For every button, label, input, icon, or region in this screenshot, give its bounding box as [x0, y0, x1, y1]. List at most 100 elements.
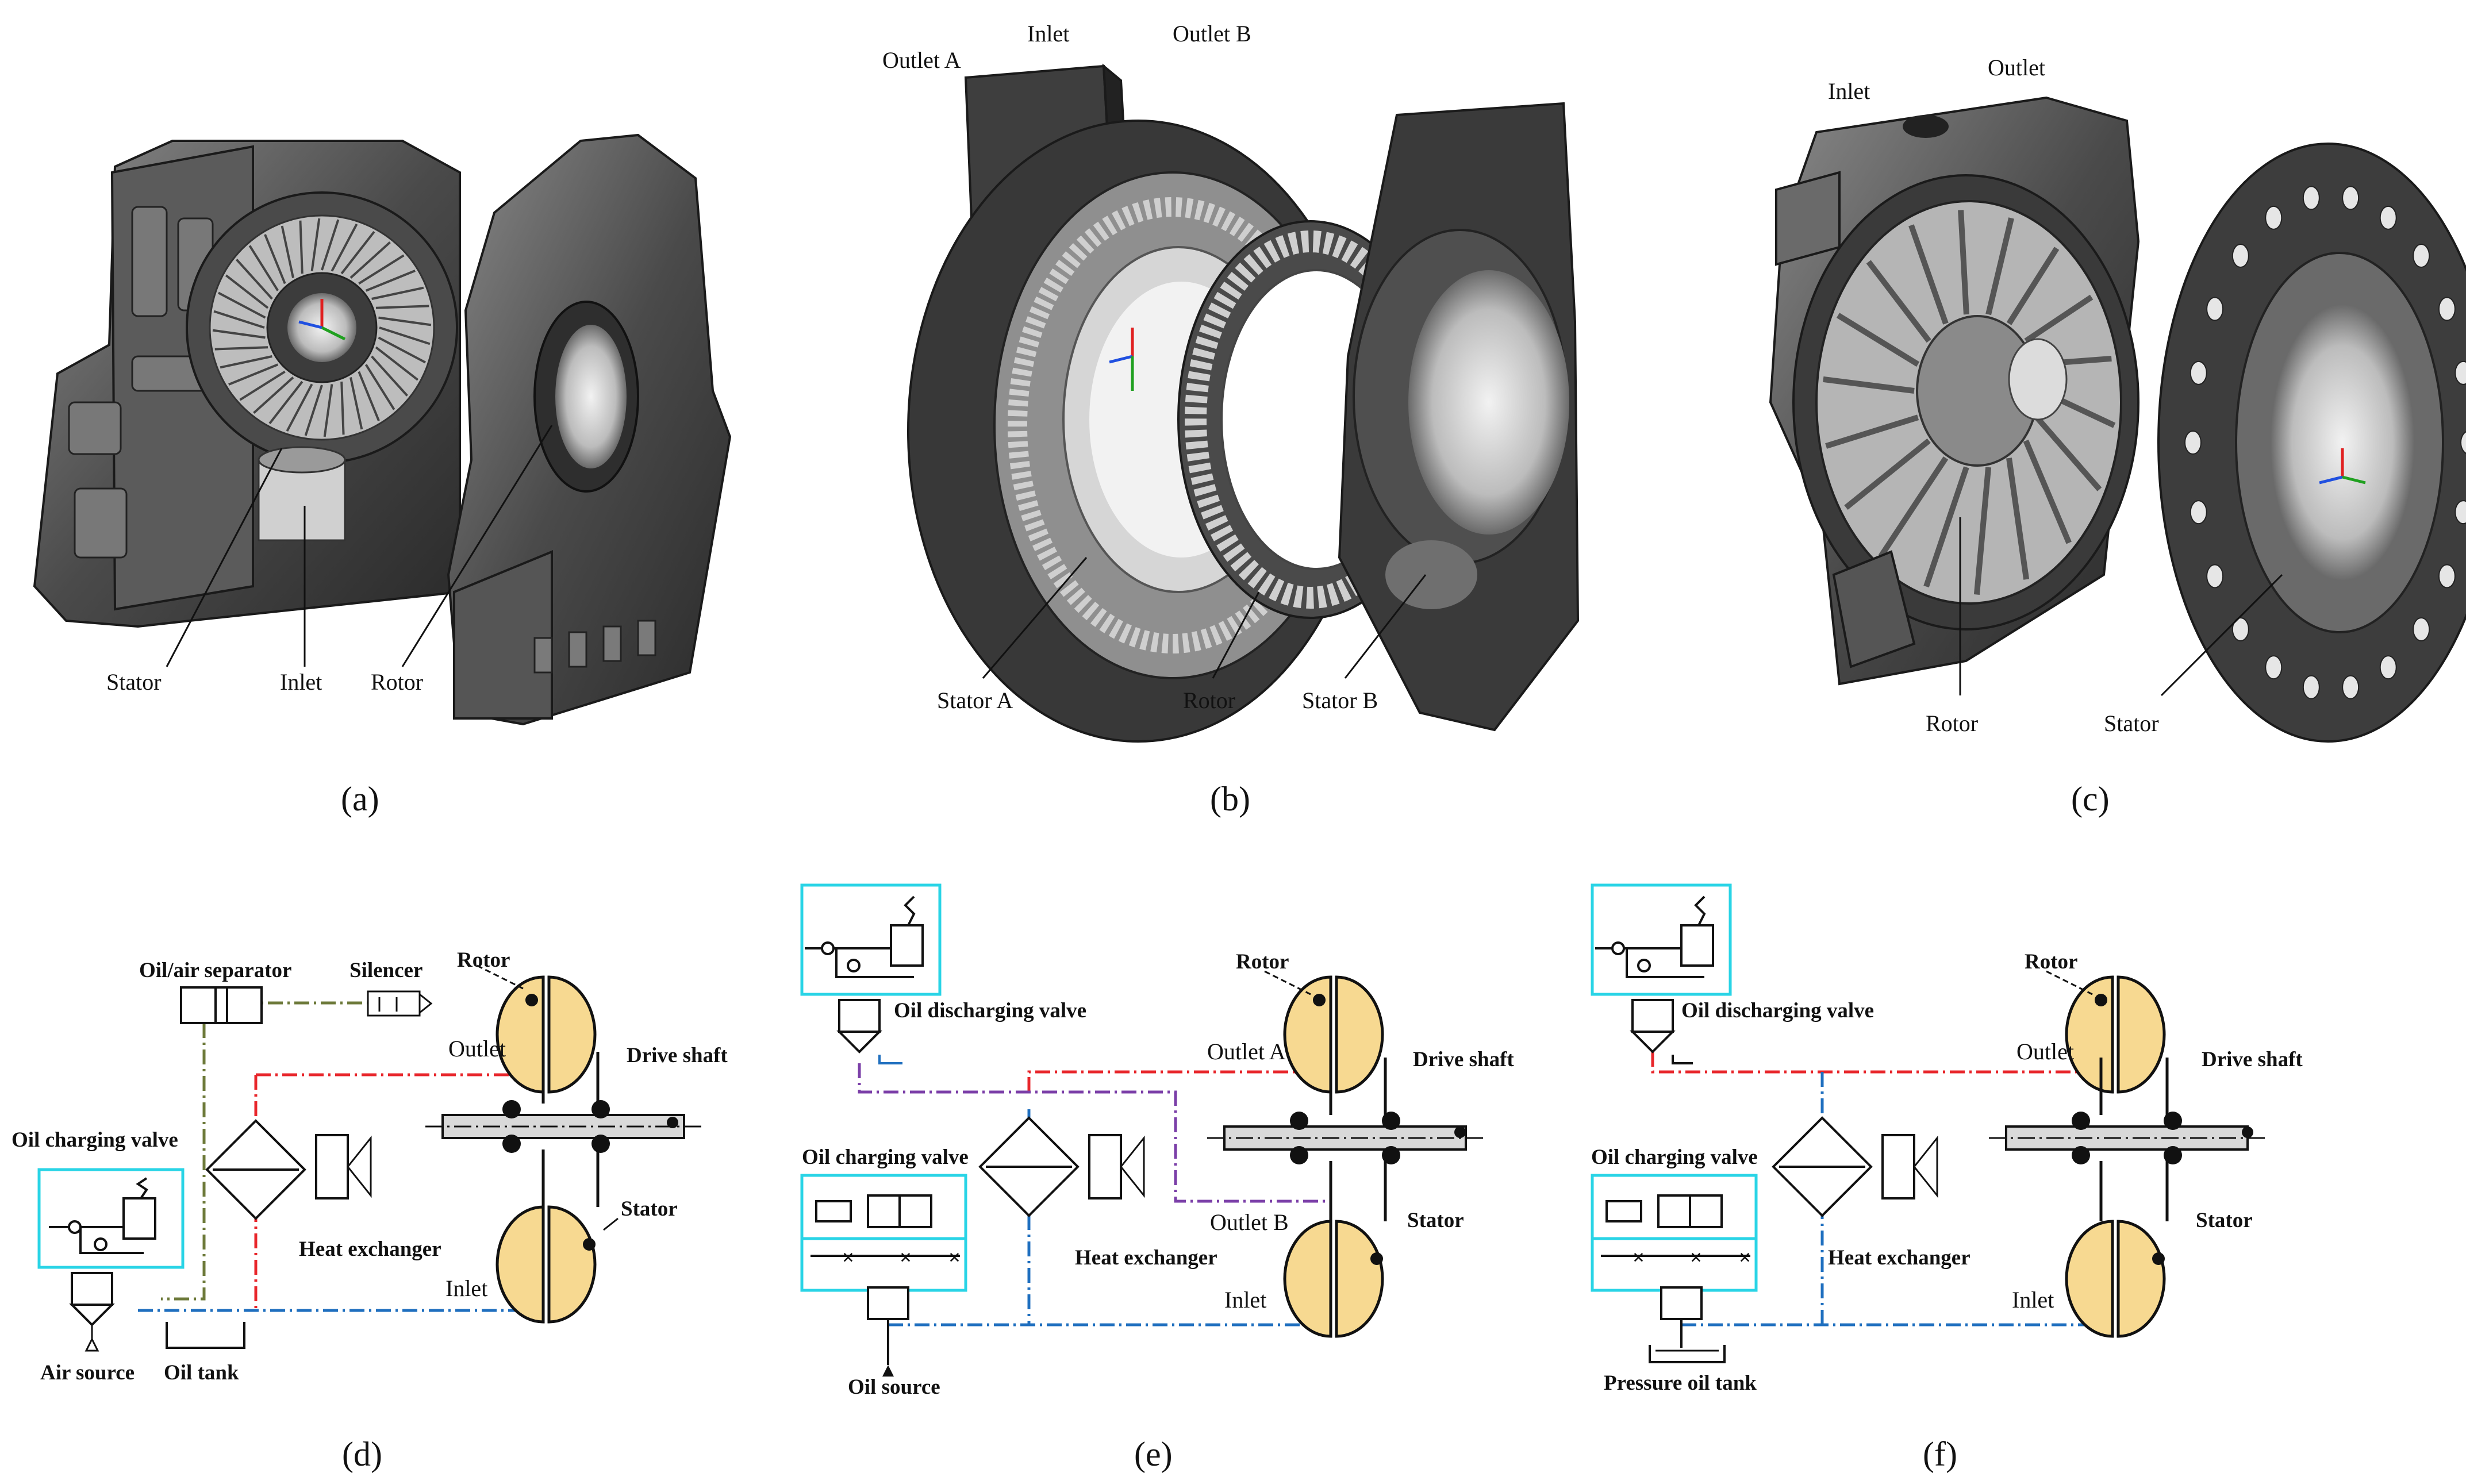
stator-vane — [217, 291, 266, 319]
label-oil-source-e: Oil source — [848, 1375, 940, 1399]
svg-text:×: × — [1739, 1246, 1751, 1270]
rotor-vane — [2006, 457, 2030, 580]
stator-vane — [281, 225, 294, 278]
panel-a: Stator Inlet Rotor (a) — [33, 133, 732, 818]
stator-vane — [286, 383, 313, 432]
label-heat-exchanger-f: Heat exchanger — [1828, 1246, 1971, 1270]
rotor-vane — [1825, 414, 1919, 449]
leader-stator-b — [1344, 574, 1427, 679]
svg-text:×: × — [1633, 1246, 1645, 1270]
label-drive-shaft-e: Drive shaft — [1413, 1048, 1514, 1071]
bolt-hole — [2438, 297, 2456, 321]
bolt-hole — [2206, 564, 2224, 589]
panel-d: Oil/air separator Silencer Rotor Outlet … — [11, 948, 728, 1473]
label-outlet-a-b: Outlet A — [882, 47, 961, 73]
stator-vane — [264, 234, 286, 285]
outlet-a-line-e — [1027, 1046, 1332, 1092]
caption-b: (b) — [1210, 780, 1250, 818]
rotor-vane — [1923, 466, 1969, 588]
label-rotor-b: Rotor — [1183, 687, 1235, 713]
label-stator-c: Stator — [2104, 710, 2159, 736]
bolt-hole — [2413, 617, 2430, 641]
caption-a: (a) — [341, 780, 379, 818]
heat-exchanger-f — [1772, 1116, 1938, 1217]
stator-vane — [323, 384, 333, 437]
oil-discharging-valve-e — [800, 883, 942, 1064]
drive-shaft-f — [1989, 1125, 2265, 1151]
bolt-hole — [2379, 655, 2397, 680]
rotor-vane — [1958, 210, 1969, 315]
panel-b: Outlet A Inlet Outlet B Stator A Rotor S… — [882, 21, 1580, 818]
label-stator-b: Stator B — [1302, 687, 1378, 713]
bolt-hole — [2231, 617, 2249, 641]
label-air-source-d: Air source — [40, 1361, 135, 1385]
bolt-hole — [2265, 655, 2283, 680]
panel-f: ××× — [1591, 883, 2303, 1473]
bolt-hole — [2438, 564, 2456, 589]
bolt-hole — [2190, 500, 2207, 525]
stator-vane — [371, 355, 408, 397]
stator-vane — [331, 223, 358, 272]
stator-vane — [340, 381, 345, 435]
stator-vane — [378, 336, 427, 364]
stator-f — [2065, 1161, 2169, 1338]
stator-vane — [239, 370, 286, 401]
stator-vane — [364, 364, 395, 410]
stator-vane — [228, 363, 279, 386]
label-inlet-d: Inlet — [445, 1275, 487, 1301]
label-rotor-e: Rotor — [1236, 950, 1289, 974]
label-stator-d: Stator — [621, 1197, 678, 1221]
leader-stator-a-b — [982, 557, 1088, 679]
heat-exchanger-d — [205, 1119, 372, 1220]
stator-b-plate — [1338, 102, 1580, 732]
label-outlet-a-e: Outlet A — [1207, 1039, 1286, 1064]
bolt-hole — [2184, 430, 2202, 455]
label-outlet-d: Outlet — [448, 1036, 506, 1062]
svg-text:×: × — [900, 1246, 912, 1270]
stator-vane — [349, 241, 391, 279]
rotor-c-assembly — [1769, 96, 2140, 686]
label-drive-shaft-f: Drive shaft — [2202, 1048, 2303, 1071]
rotor-vane — [1844, 438, 1931, 510]
panel-e: ××× Oil discharging — [800, 883, 1514, 1473]
stator-vane — [375, 305, 429, 309]
leader-stator-c — [2160, 574, 2283, 697]
label-outlet-f: Outlet — [2016, 1039, 2074, 1064]
caption-f: (f) — [1923, 1435, 1957, 1473]
axis-triad-a — [298, 299, 346, 341]
stator-vane — [321, 219, 340, 271]
bolt-hole — [2302, 675, 2320, 699]
stator-vane — [310, 218, 321, 271]
stator-vane — [268, 380, 304, 425]
separator-return-d — [161, 1023, 206, 1301]
axis-triad-b — [1109, 328, 1134, 391]
bolt-hole — [2413, 244, 2430, 268]
label-outlet-b-b: Outlet B — [1173, 21, 1251, 47]
oil-air-separator-d — [180, 986, 263, 1024]
oil-charging-valve-e: ××× — [800, 1174, 967, 1377]
label-inlet-c: Inlet — [1828, 78, 1870, 104]
label-inlet-f: Inlet — [2012, 1287, 2054, 1313]
leader-rotor-a — [401, 425, 553, 667]
label-pressure-oil-tank-f: Pressure oil tank — [1604, 1371, 1757, 1395]
label-oil-tank-d: Oil tank — [164, 1361, 239, 1385]
caption-e: (e) — [1134, 1435, 1173, 1473]
oil-tank-d — [166, 1322, 245, 1349]
rotor-vane — [1836, 313, 1920, 367]
rotor-vane — [2006, 247, 2060, 325]
stator-vane — [253, 376, 294, 414]
rotor-vane — [2024, 294, 2094, 344]
label-rotor-d: Rotor — [457, 948, 510, 972]
stator-vane — [212, 329, 266, 339]
label-drive-shaft-d: Drive shaft — [627, 1044, 728, 1067]
stator-vane — [365, 270, 416, 292]
stator-vane — [299, 220, 304, 274]
label-inlet-a: Inlet — [280, 669, 322, 695]
bolt-hole — [2455, 500, 2466, 525]
stator-e — [1283, 1161, 1387, 1338]
label-stator-f: Stator — [2196, 1209, 2253, 1232]
rotor-vane — [1973, 467, 1992, 595]
bolt-hole — [2342, 675, 2360, 699]
retarder-a-rotor-housing — [447, 133, 732, 726]
silencer-d — [367, 990, 433, 1017]
